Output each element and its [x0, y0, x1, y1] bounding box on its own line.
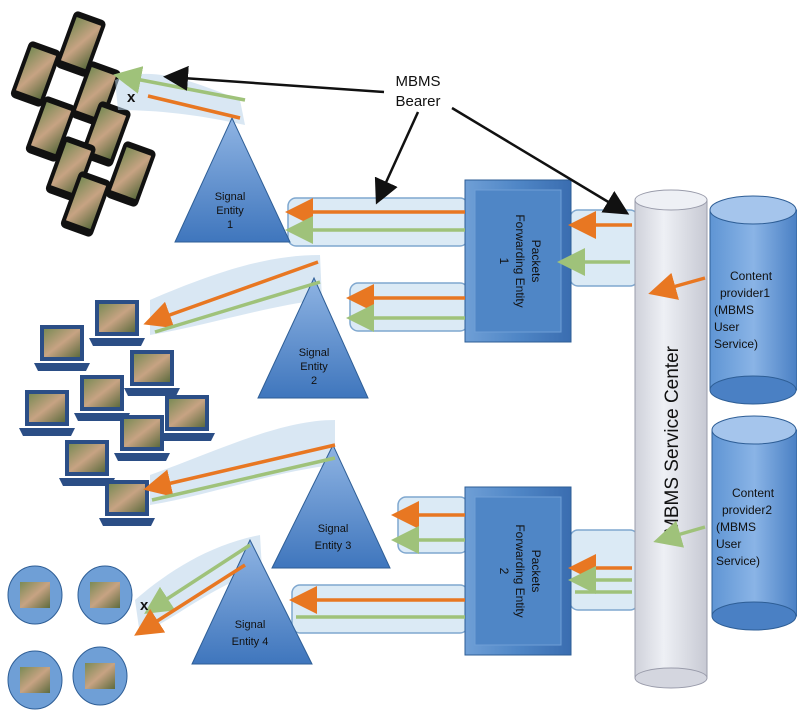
pfe2-label-line2: Forwarding Entity [513, 524, 527, 617]
mbms-bearer-label-line1: MBMS [396, 73, 441, 90]
flow-arrow-cp1 [648, 272, 706, 300]
laptop-icon [99, 480, 155, 526]
packets-forwarding-entity-1: Packets Forwarding Entity 1 [464, 179, 572, 343]
bearer-pointer-service-center [451, 106, 630, 215]
pipe-se1-pfe1 [287, 197, 469, 247]
content-provider-2-db: Content provider2 (MBMS User Service) [711, 415, 797, 631]
data-flow-arrows [113, 66, 706, 636]
tablet-icon [7, 650, 63, 710]
signal-entity-2-label-line3: 2 [311, 375, 317, 387]
smartphone-icon [105, 141, 156, 207]
pipe-se4-pfe2 [291, 584, 469, 634]
laptop-icon [74, 375, 130, 421]
smartphone-icon [45, 136, 96, 202]
signal-entity-2-label-line2: Entity [300, 361, 328, 373]
flow-arrow-se3-laptops-green [151, 456, 336, 502]
signal-entity-2-label-line1: Signal [299, 347, 330, 359]
laptop-icon [114, 415, 170, 461]
flow-arrow-se2-laptops-green [154, 280, 321, 334]
smartphone-icon [25, 96, 76, 162]
smartphone-icon [55, 11, 106, 77]
cp2-label-line5: Service) [716, 554, 760, 568]
pipe-pfe2-msc-bottom [569, 529, 639, 611]
signal-entity-3-label-line2: Entity 3 [315, 540, 352, 552]
tablet-cluster [7, 565, 133, 710]
smartphone-icon [60, 171, 111, 237]
cp1-label-line5: Service) [714, 337, 758, 351]
flow-arrow-cp2 [653, 520, 706, 548]
mbms-bearer-callout: MBMS Bearer [163, 65, 630, 215]
flow-arrow-se2-laptops-orange [143, 260, 319, 329]
pfe1-label-line2: Forwarding Entity [513, 214, 527, 307]
tablet-icon [72, 646, 128, 706]
laptop-icon [159, 395, 215, 441]
signal-entity-4-label-line2: Entity 4 [232, 636, 269, 648]
laptop-icon [59, 440, 115, 486]
pfe2-label-line1: Packets [529, 550, 543, 593]
signal-entity-3-label-line1: Signal [318, 523, 349, 535]
fail-mark-tablets: x [140, 597, 149, 614]
laptop-icon [124, 350, 180, 396]
content-provider-1-db: Content provider1 (MBMS User Service) [709, 195, 797, 405]
flow-arrow-se3-laptops-orange [143, 443, 336, 497]
pfe1-label-line3: 1 [497, 258, 511, 265]
signal-entity-3: Signal Entity 3 [271, 443, 391, 569]
pipe-se2-pfe1 [349, 282, 469, 332]
cp1-label-line1: Content [730, 269, 773, 283]
signal-entity-4: Signal Entity 4 [191, 538, 313, 665]
signal-entity-2: Signal Entity 2 [257, 276, 369, 399]
service-center-label: MBMS Service Center [662, 345, 683, 534]
signal-entity-1-label-line2: Entity [216, 205, 244, 217]
signal-entity-1-label-line3: 1 [227, 219, 233, 231]
smartphone-icon [10, 41, 61, 107]
pipe-se3-pfe2 [397, 496, 469, 554]
wireless-beam-laptops-bottom [150, 420, 335, 505]
signal-entity-1-label-line1: Signal [215, 191, 246, 203]
tablet-icon [7, 565, 63, 625]
cp1-label-line3: (MBMS [714, 303, 754, 317]
flow-arrow-se4-tablets-green [144, 543, 251, 614]
signal-entity-1: Signal Entity 1 [174, 116, 291, 243]
laptop-icon [34, 325, 90, 371]
pipe-pfe1-msc-top [569, 209, 639, 287]
smartphone-icon [70, 61, 121, 127]
laptop-icon [89, 300, 145, 346]
laptop-icon [19, 390, 75, 436]
mbms-service-center: MBMS Service Center [634, 189, 708, 689]
flow-arrow-se1-phones-orange [147, 94, 241, 120]
cp2-label-line1: Content [732, 486, 775, 500]
mbms-bearer-label-line2: Bearer [395, 93, 440, 110]
flow-arrow-se4-tablets-orange [134, 563, 246, 636]
cp2-label-line4: User [716, 537, 741, 551]
cp1-label-line2: provider1 [720, 286, 770, 300]
pfe1-label-line1: Packets [529, 240, 543, 283]
tablet-icon [77, 565, 133, 625]
cp2-label-line2: provider2 [722, 503, 772, 517]
signal-entity-4-label-line1: Signal [235, 619, 266, 631]
smartphone-cluster [10, 11, 156, 237]
fail-mark-phones: x [127, 89, 136, 106]
cp1-label-line4: User [714, 320, 739, 334]
laptop-cluster [19, 300, 215, 526]
bearer-pointer-pipe [374, 111, 420, 205]
pfe2-label-line3: 2 [497, 568, 511, 575]
packets-forwarding-entity-2: Packets Forwarding Entity 2 [464, 486, 572, 656]
cp2-label-line3: (MBMS [716, 520, 756, 534]
bearer-pointer-phones [163, 65, 385, 94]
